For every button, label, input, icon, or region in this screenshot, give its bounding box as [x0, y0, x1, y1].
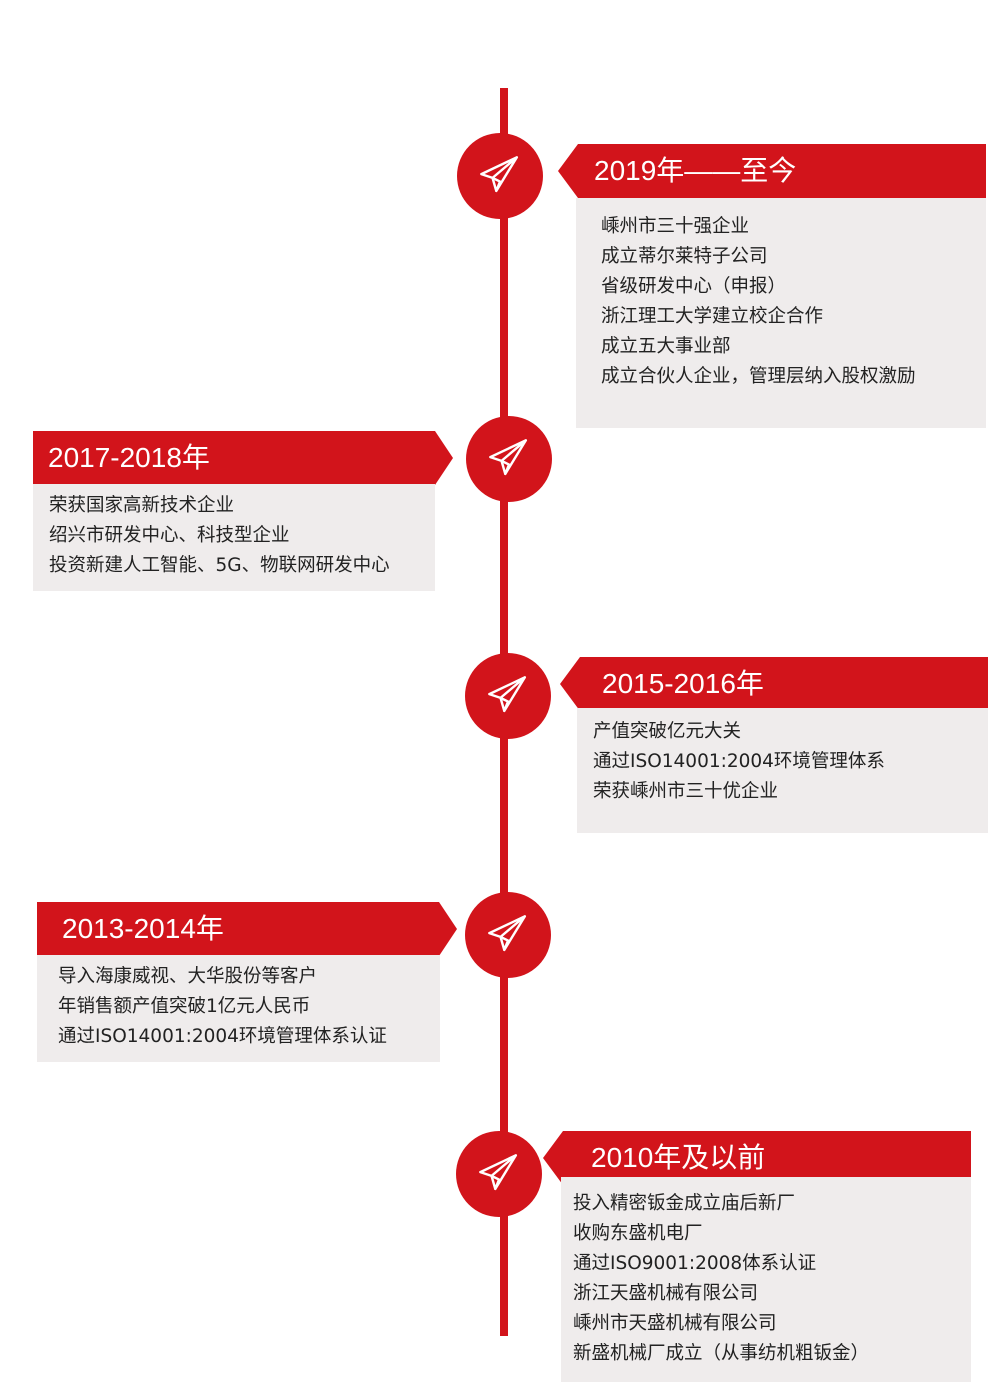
timeline-node-2013 — [465, 892, 551, 978]
milestone-card-2010: 投入精密钣金成立庙后新厂 收购东盛机电厂 通过ISO9001:2008体系认证 … — [561, 1177, 971, 1382]
milestone-card-2013: 导入海康威视、大华股份等客户 年销售额产值突破1亿元人民币 通过ISO14001… — [37, 955, 440, 1062]
milestone-item: 新盛机械厂成立（从事纺机粗钣金） — [573, 1343, 870, 1364]
milestone-item: 收购东盛机电厂 — [573, 1223, 703, 1244]
milestone-item: 浙江天盛机械有限公司 — [573, 1283, 759, 1304]
milestone-item: 成立蒂尔莱特子公司 — [601, 246, 768, 267]
paper-plane-icon — [489, 439, 528, 476]
milestone-item: 产值突破亿元大关 — [593, 721, 742, 742]
milestone-item: 荣获国家高新技术企业 — [49, 495, 235, 516]
paper-plane-icon — [488, 676, 527, 713]
milestone-item: 嵊州市天盛机械有限公司 — [573, 1313, 777, 1334]
milestone-item: 浙江理工大学建立校企合作 — [601, 306, 824, 327]
milestone-item: 成立五大事业部 — [601, 336, 731, 357]
timeline-node-2019 — [457, 133, 543, 219]
milestone-item: 荣获嵊州市三十优企业 — [593, 781, 779, 802]
milestone-title-2017: 2017-2018年 — [33, 431, 453, 485]
milestone-item: 年销售额产值突破1亿元人民币 — [58, 996, 311, 1017]
milestone-item: 绍兴市研发中心、科技型企业 — [49, 525, 290, 546]
milestone-title-2010: 2010年及以前 — [543, 1131, 971, 1185]
milestone-item: 省级研发中心（申报） — [601, 276, 787, 297]
milestone-item: 通过ISO14001:2004环境管理体系 — [593, 751, 885, 772]
milestone-title-2019: 2019年——至今 — [558, 144, 986, 198]
paper-plane-icon — [480, 156, 519, 193]
timeline-node-2010 — [456, 1131, 542, 1217]
milestone-card-2017: 荣获国家高新技术企业 绍兴市研发中心、科技型企业 投资新建人工智能、5G、物联网… — [33, 484, 435, 591]
milestone-item: 通过ISO9001:2008体系认证 — [573, 1253, 817, 1274]
milestone-item: 投资新建人工智能、5G、物联网研发中心 — [49, 555, 390, 576]
milestone-title-2015: 2015-2016年 — [560, 657, 988, 711]
milestone-card-2015: 产值突破亿元大关 通过ISO14001:2004环境管理体系 荣获嵊州市三十优企… — [577, 708, 988, 833]
milestone-title-2013: 2013-2014年 — [37, 902, 457, 956]
milestone-card-2019: 嵊州市三十强企业 成立蒂尔莱特子公司 省级研发中心（申报） 浙江理工大学建立校企… — [576, 198, 986, 428]
milestone-item: 嵊州市三十强企业 — [601, 216, 750, 237]
milestone-item: 通过ISO14001:2004环境管理体系认证 — [58, 1026, 387, 1047]
paper-plane-icon — [479, 1154, 518, 1191]
timeline-node-2017 — [466, 416, 552, 502]
timeline-node-2015 — [465, 653, 551, 739]
milestone-item: 成立合伙人企业，管理层纳入股权激励 — [601, 366, 916, 387]
milestone-item: 投入精密钣金成立庙后新厂 — [573, 1193, 796, 1214]
paper-plane-icon — [488, 915, 527, 952]
milestone-item: 导入海康威视、大华股份等客户 — [58, 966, 318, 987]
